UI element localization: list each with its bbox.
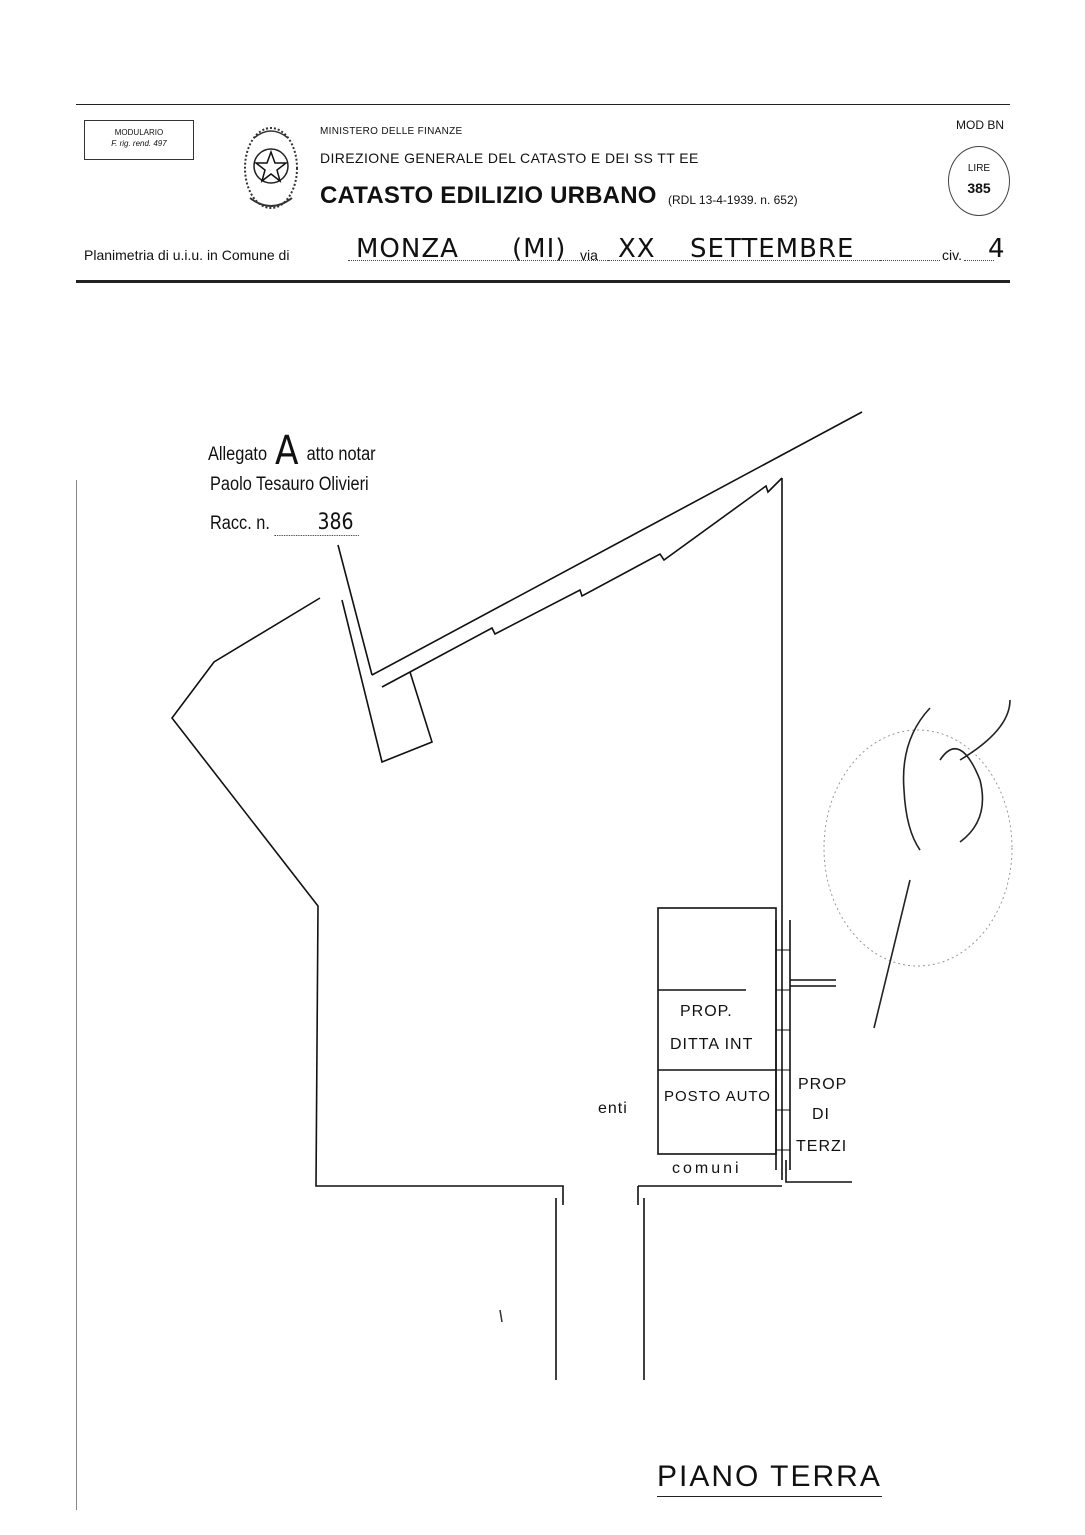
notary-signature — [873, 699, 1011, 1029]
plan-passage-right — [637, 1186, 645, 1380]
via-name-part2: SETTEMBRE — [690, 234, 855, 264]
mod-label: MOD BN — [956, 118, 1004, 132]
racc-label: Racc. n. — [210, 513, 270, 534]
dotted-fill-civ — [964, 260, 994, 261]
republic-emblem-icon — [244, 127, 298, 209]
label-prop-terzi-2: DI — [812, 1106, 830, 1123]
lire-value: 385 — [967, 180, 991, 196]
plan-terzi-boundary — [785, 1160, 852, 1183]
plan-wall-notch — [337, 544, 433, 764]
modulario-box: MODULARIO F. rig. rend. 497 — [84, 120, 194, 160]
planimetria-prefix: Planimetria di u.i.u. in Comune di — [84, 247, 290, 263]
catasto-title: CATASTO EDILIZIO URBANO — [320, 182, 657, 209]
civ-label: civ. — [942, 247, 962, 263]
allegato-line: Allegato A atto notar — [208, 424, 376, 474]
label-comuni: comuni — [672, 1160, 742, 1177]
plan-wall-diagonal — [371, 411, 863, 676]
plan-wall-diagonal-inner — [381, 477, 783, 688]
dotted-fill-via — [608, 260, 938, 261]
label-prop-terzi-1: PROP — [798, 1076, 848, 1093]
plan-hatched-wall — [775, 920, 791, 1170]
direzione-label: DIREZIONE GENERALE DEL CATASTO E DEI SS … — [320, 150, 699, 166]
label-prop-ditta-1: PROP. — [680, 1003, 733, 1020]
comune-value: MONZA — [356, 234, 459, 264]
plan-hatch-ticks — [776, 949, 790, 1151]
racc-value: 386 — [274, 510, 359, 536]
dotted-fill — [348, 260, 732, 261]
lire-stamp: LIRE 385 — [948, 146, 1010, 216]
label-prop-ditta-2: DITTA INT — [670, 1036, 754, 1053]
piano-terra-label: PIANO TERRA — [657, 1460, 882, 1497]
plan-wall-left — [170, 597, 564, 1205]
plan-posto-auto-room — [657, 907, 777, 1155]
header-bottom-rule — [76, 280, 1010, 283]
left-margin-line — [76, 480, 77, 1510]
label-prop-terzi-3: TERZI — [796, 1138, 848, 1155]
modulario-label: MODULARIO — [114, 128, 164, 137]
header-top-rule — [76, 104, 1010, 105]
provincia-value: (MI) — [512, 234, 567, 264]
modulario-ref: F. rig. rend. 497 — [111, 139, 167, 148]
notary-seal — [823, 729, 1013, 967]
racc-line: Racc. n. 386 — [210, 510, 359, 536]
rdl-reference: (RDL 13-4-1939. n. 652) — [668, 193, 798, 207]
plan-wall-stub — [790, 979, 836, 987]
ministero-label: MINISTERO DELLE FINANZE — [320, 126, 463, 137]
label-enti: enti — [598, 1100, 628, 1117]
label-posto-auto: POSTO AUTO — [664, 1088, 771, 1105]
dotted-fill-after-via — [880, 260, 940, 261]
via-label: via — [580, 247, 598, 263]
allegato-letter: A — [275, 428, 299, 474]
allegato-suffix: atto notar — [306, 444, 376, 465]
planimetria-line: Planimetria di u.i.u. in Comune di MONZA… — [84, 230, 1014, 266]
notaio-name: Paolo Tesauro Olivieri — [210, 474, 369, 495]
allegato-prefix: Allegato — [208, 444, 268, 465]
via-name-part1: XX — [618, 234, 656, 264]
civ-value: 4 — [988, 234, 1006, 264]
lire-label: LIRE — [967, 163, 991, 174]
